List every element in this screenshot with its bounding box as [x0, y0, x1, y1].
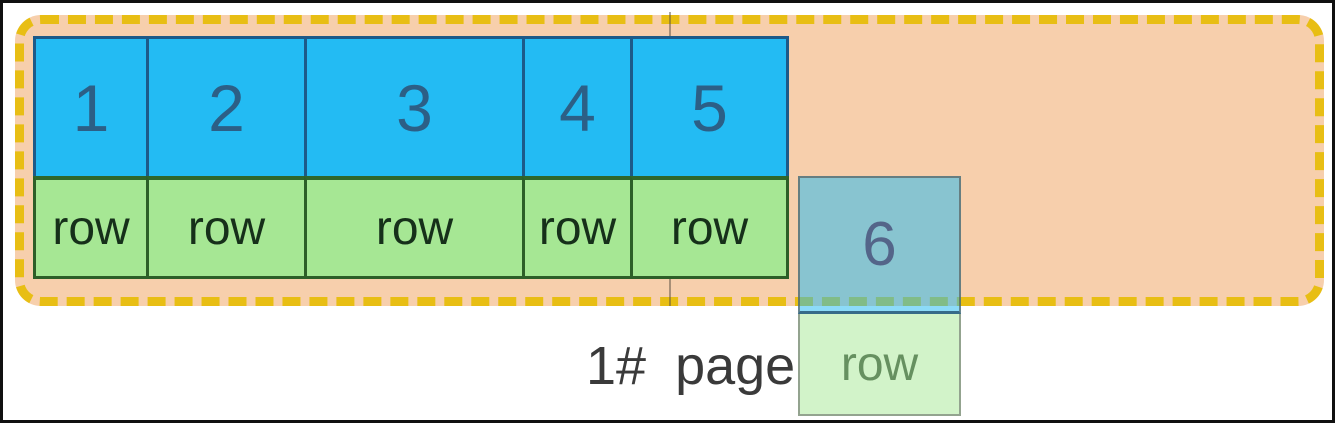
row-cell: row: [304, 176, 525, 279]
row-label: row: [52, 201, 130, 255]
column-header-cell: 4: [522, 36, 633, 176]
column-header-cell: 2: [146, 36, 307, 176]
column-number: 5: [691, 70, 728, 145]
page-label: 1# page: [586, 336, 796, 396]
row-label: row: [375, 201, 454, 255]
row-label: row: [538, 201, 617, 255]
row-cell: row: [33, 176, 149, 279]
table-column-5: 5 row: [630, 36, 789, 279]
table-column-1: 1 row: [33, 36, 149, 279]
column-header-cell: 1: [33, 36, 149, 176]
row-cell: row: [522, 176, 633, 279]
column-number: 6: [862, 210, 897, 279]
table-column-4: 4 row: [522, 36, 633, 279]
column-number: 2: [208, 70, 245, 145]
overflow-header-cell: 6: [798, 176, 961, 314]
row-label: row: [840, 337, 919, 391]
overflow-row-cell: row: [798, 314, 961, 416]
row-cell: row: [146, 176, 307, 279]
column-number: 4: [559, 70, 596, 145]
column-header-cell: 5: [630, 36, 789, 176]
table-column-2: 2 row: [146, 36, 307, 279]
column-header-cell: 3: [304, 36, 525, 176]
table-column-3: 3 row: [304, 36, 525, 279]
column-number: 3: [396, 70, 433, 145]
data-table: 1 row 2 row 3 row 4: [33, 36, 789, 279]
row-label: row: [670, 201, 749, 255]
overflow-column-6: 6 row: [798, 176, 961, 416]
row-cell: row: [630, 176, 789, 279]
column-number: 1: [72, 70, 110, 145]
row-label: row: [187, 201, 266, 255]
